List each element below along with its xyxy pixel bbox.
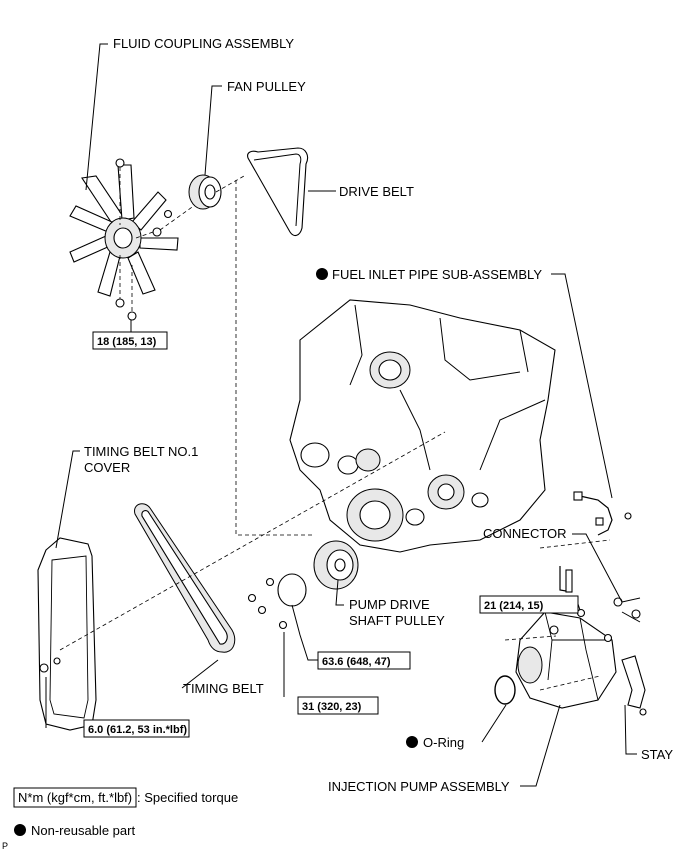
torque-value: 31 (320, 23) bbox=[302, 701, 362, 713]
fan-pulley bbox=[188, 174, 222, 210]
timing-belt-cover bbox=[37, 537, 97, 731]
timing-belt bbox=[134, 503, 236, 653]
page-mark: P bbox=[2, 841, 8, 851]
label-fuel-inlet-pipe: FUEL INLET PIPE SUB-ASSEMBLY bbox=[332, 267, 542, 282]
label-drive-belt: DRIVE BELT bbox=[339, 184, 414, 199]
torque-box-pump-nut bbox=[479, 595, 579, 614]
injection-pump bbox=[494, 608, 647, 716]
label-stay: STAY bbox=[641, 747, 673, 762]
label-timing-belt: TIMING BELT bbox=[183, 681, 264, 696]
label-fluid-coupling: FLUID COUPLING ASSEMBLY bbox=[113, 36, 294, 51]
label-fan-pulley: FAN PULLEY bbox=[227, 79, 306, 94]
label-injection-pump: INJECTION PUMP ASSEMBLY bbox=[328, 779, 510, 794]
legend: N*m (kgf*cm, ft.*lbf) : Specified torque… bbox=[2, 787, 238, 851]
connector-part bbox=[559, 566, 641, 623]
fuel-inlet-pipe bbox=[573, 491, 632, 536]
torque-box-fan bbox=[92, 331, 168, 350]
torque-box-pulley-nut bbox=[317, 651, 411, 670]
legend-nonreusable-text: Non-reusable part bbox=[31, 823, 135, 838]
drive-belt bbox=[247, 147, 309, 237]
legend-torque-box bbox=[13, 787, 137, 808]
alignment-lines bbox=[59, 175, 611, 691]
nonreusable-bullet-icon bbox=[406, 736, 418, 748]
torque-value: 21 (214, 15) bbox=[484, 600, 544, 612]
label-timing-cover-2: COVER bbox=[84, 460, 130, 475]
torque-value: 6.0 (61.2, 53 in.*lbf) bbox=[88, 724, 187, 736]
torque-box-pulley-bolt bbox=[297, 696, 379, 715]
engine-block bbox=[289, 299, 556, 553]
legend-torque-text: : Specified torque bbox=[137, 790, 238, 805]
torque-value: 63.6 (648, 47) bbox=[322, 656, 391, 668]
legend-torque-units: N*m (kgf*cm, ft.*lbf) bbox=[18, 790, 132, 805]
nonreusable-bullet-icon bbox=[316, 268, 328, 280]
torque-box-cover-bolt bbox=[83, 719, 190, 738]
nonreusable-legend-bullet-icon bbox=[14, 824, 26, 836]
fluid-coupling-fan bbox=[69, 158, 196, 321]
leader-lines bbox=[45, 43, 637, 787]
label-timing-cover-1: TIMING BELT NO.1 bbox=[84, 444, 198, 459]
pump-drive-shaft-pulley bbox=[247, 540, 359, 630]
label-connector: CONNECTOR bbox=[483, 526, 567, 541]
label-pump-pulley-1: PUMP DRIVE bbox=[349, 597, 430, 612]
label-o-ring: O-Ring bbox=[423, 735, 464, 750]
label-pump-pulley-2: SHAFT PULLEY bbox=[349, 613, 445, 628]
torque-value: 18 (185, 13) bbox=[97, 336, 157, 348]
